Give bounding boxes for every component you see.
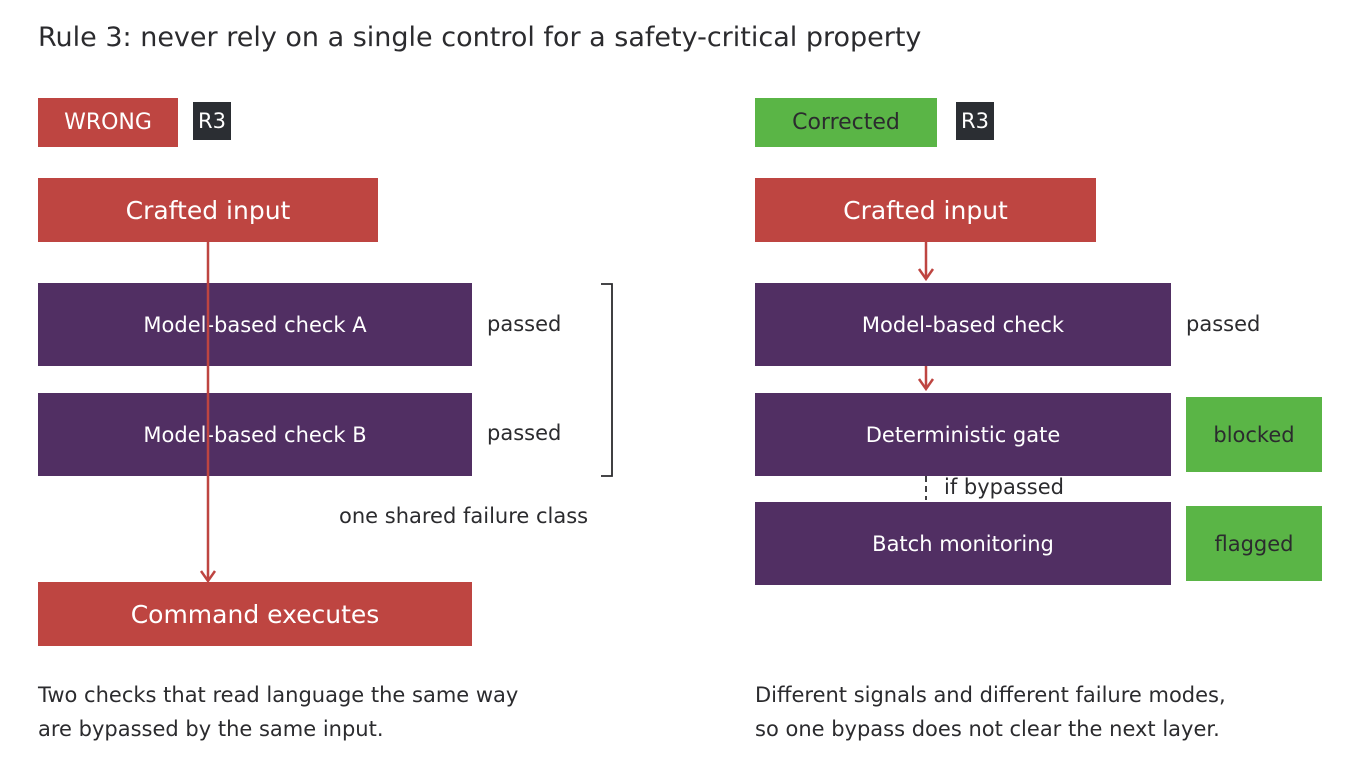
right-caption-line1: Different signals and different failure … bbox=[755, 683, 1226, 707]
check-to-gate-arrow-head bbox=[917, 378, 935, 392]
flagged-badge: flagged bbox=[1186, 506, 1322, 581]
model-check-box: Model-based check bbox=[755, 283, 1171, 366]
crafted-input-box-left: Crafted input bbox=[38, 178, 378, 242]
rule-tag-right: R3 bbox=[956, 102, 994, 140]
bypass-arrow-head bbox=[199, 570, 217, 584]
right-caption-line2: so one bypass does not clear the next la… bbox=[755, 717, 1220, 741]
page-title: Rule 3: never rely on a single control f… bbox=[38, 22, 922, 53]
deterministic-gate-box: Deterministic gate bbox=[755, 393, 1171, 476]
model-check-b-box: Model-based check B bbox=[38, 393, 472, 476]
if-bypassed-label: if bypassed bbox=[944, 475, 1064, 499]
blocked-badge: blocked bbox=[1186, 397, 1322, 472]
command-executes-box: Command executes bbox=[38, 582, 472, 646]
check-a-result: passed bbox=[487, 312, 562, 336]
shared-failure-label: one shared failure class bbox=[339, 504, 589, 528]
rule-tag-left: R3 bbox=[193, 102, 231, 140]
left-caption-line2: are bypassed by the same input. bbox=[38, 717, 384, 741]
input-to-check-arrow-head bbox=[917, 268, 935, 282]
model-check-a-box: Model-based check A bbox=[38, 283, 472, 366]
batch-monitoring-box: Batch monitoring bbox=[755, 502, 1171, 585]
corrected-tag: Corrected bbox=[755, 98, 937, 147]
shared-failure-bracket bbox=[601, 283, 613, 477]
model-check-result: passed bbox=[1186, 312, 1261, 336]
crafted-input-box-right: Crafted input bbox=[755, 178, 1096, 242]
check-b-result: passed bbox=[487, 421, 562, 445]
left-caption-line1: Two checks that read language the same w… bbox=[38, 683, 519, 707]
wrong-tag: WRONG bbox=[38, 98, 178, 147]
